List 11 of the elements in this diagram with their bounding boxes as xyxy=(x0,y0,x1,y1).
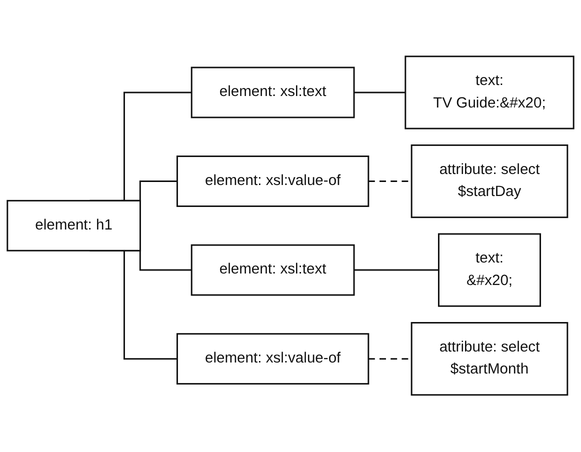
node-box: attribute: select $startMonth xyxy=(410,322,568,396)
node-box: element: xsl:text xyxy=(190,67,355,119)
connector xyxy=(354,270,439,272)
node-box: element: xsl:value-of xyxy=(176,333,370,385)
node-box: attribute: select $startDay xyxy=(410,144,568,218)
node-box: text: TV Guide:&#x20; xyxy=(404,56,574,130)
node-box: element: h1 xyxy=(6,200,141,252)
node-box: text: &#x20; xyxy=(438,234,542,308)
node-box: element: xsl:text xyxy=(190,244,355,296)
node-box: element: xsl:value-of xyxy=(176,156,370,208)
connector xyxy=(354,92,406,94)
